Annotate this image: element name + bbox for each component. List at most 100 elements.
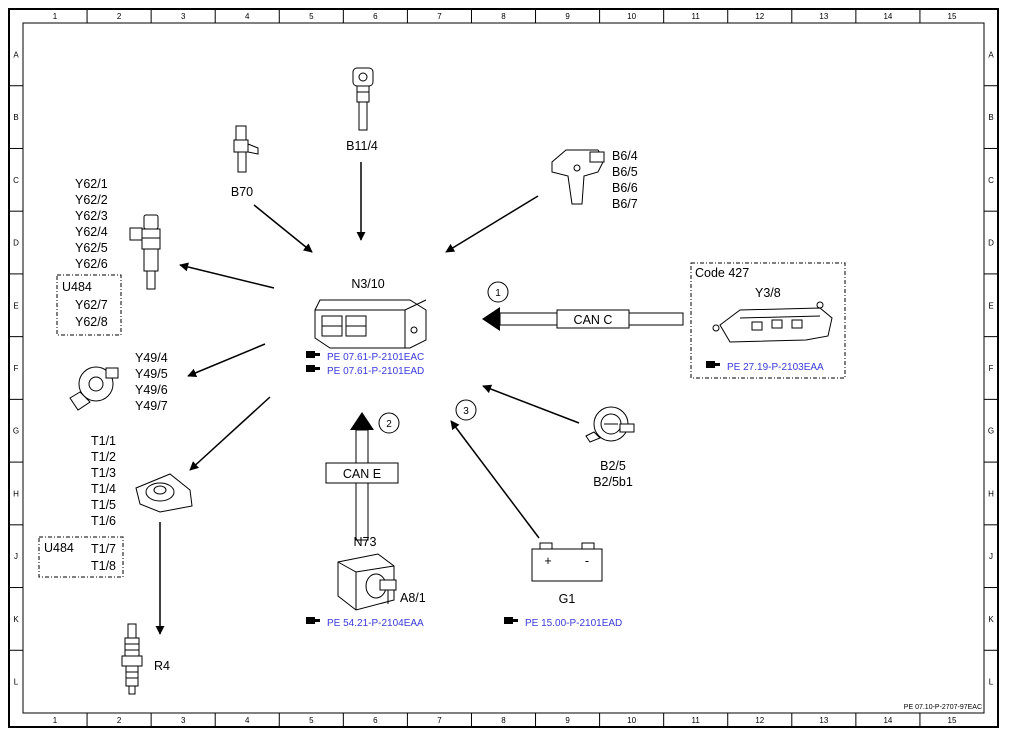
svg-text:T1/7: T1/7	[91, 542, 116, 556]
transmission-control-y3-8: Code 427 Y3/8 PE 27.19-P-2103EAA CAN C 1	[482, 262, 846, 379]
ruler-row-label: A	[13, 50, 19, 59]
ruler-column-label: 3	[181, 12, 186, 21]
crankshaft-sensor-icon	[233, 125, 259, 173]
ruler-row-label: D	[988, 239, 994, 248]
control-unit-n3-10: N3/10 PE 07.61-P-2101EAC PE 07.61-P-2101…	[306, 277, 427, 377]
ecu-icon	[314, 299, 427, 349]
sensor-b11-4: B11/4	[346, 67, 378, 241]
ruler-column-label: 1	[53, 12, 58, 21]
svg-text:2: 2	[386, 419, 392, 430]
ruler-column-label: 7	[437, 12, 442, 21]
svg-text:B6/7: B6/7	[612, 197, 638, 211]
document-ref-icon	[306, 365, 320, 372]
svg-text:T1/1: T1/1	[91, 434, 116, 448]
ruler-row-label: B	[13, 113, 18, 122]
ruler-row-label: B	[988, 113, 993, 122]
svg-text:B11/4: B11/4	[346, 139, 378, 153]
svg-text:Code 427: Code 427	[695, 266, 749, 280]
spark-plug-r4: R4	[121, 623, 170, 695]
svg-text:-: -	[585, 554, 589, 568]
ref-link-n3-10-a[interactable]: PE 07.61-P-2101EAC	[306, 351, 424, 363]
svg-text:Y3/8: Y3/8	[755, 286, 781, 300]
svg-text:Y49/4: Y49/4	[135, 351, 168, 365]
svg-text:T1/8: T1/8	[91, 559, 116, 573]
svg-text:3: 3	[463, 406, 469, 417]
drawing-frame	[8, 8, 999, 728]
svg-text:PE 54.21-P-2104EAA: PE 54.21-P-2104EAA	[327, 618, 424, 629]
ruler-row-label: F	[989, 364, 994, 373]
ruler-row-label: H	[13, 489, 19, 498]
svg-text:T1/5: T1/5	[91, 498, 116, 512]
ruler-row-label: G	[13, 427, 19, 436]
document-ref-icon	[504, 617, 518, 624]
ruler-row-label: J	[14, 552, 18, 561]
svg-text:B6/5: B6/5	[612, 165, 638, 179]
ref-link-y3-8[interactable]: PE 27.19-P-2103EAA	[706, 361, 824, 373]
svg-text:Y62/2: Y62/2	[75, 193, 108, 207]
arrow-g1	[450, 420, 540, 539]
svg-text:Y62/7: Y62/7	[75, 298, 108, 312]
svg-text:G1: G1	[559, 592, 576, 606]
svg-text:Y62/6: Y62/6	[75, 257, 108, 271]
document-code: PE 07.10-P-2707-97EAC	[904, 704, 982, 711]
svg-text:Y62/4: Y62/4	[75, 225, 108, 239]
ruler-row-label: C	[988, 176, 994, 185]
ruler-column-label: 14	[883, 716, 892, 725]
ruler-column-label: 2	[117, 12, 122, 21]
sensor-group-b6: B6/4 B6/5 B6/6 B6/7	[445, 149, 638, 253]
variant-box-code-427	[690, 262, 846, 379]
valve-group-y49: Y49/4 Y49/5 Y49/6 Y49/7	[69, 343, 266, 413]
svg-text:Y49/7: Y49/7	[135, 399, 168, 413]
ignition-switch-n73: N73 A8/1 PE 54.21-P-2104EAA	[306, 535, 426, 629]
svg-text:B2/5: B2/5	[600, 459, 626, 473]
fuel-injector-icon	[129, 214, 161, 290]
ruler-column-label: 2	[117, 716, 122, 725]
svg-text:CAN C: CAN C	[574, 313, 613, 327]
ruler-column-label: 7	[437, 716, 442, 725]
ruler-column-label: 10	[627, 716, 636, 725]
ruler-column-label: 12	[755, 12, 764, 21]
variant-box-u484-injectors	[56, 274, 122, 336]
svg-text:PE 15.00-P-2101EAD: PE 15.00-P-2101EAD	[525, 618, 622, 629]
svg-text:B6/6: B6/6	[612, 181, 638, 195]
ruler-row-label: F	[14, 364, 19, 373]
svg-text:Y49/5: Y49/5	[135, 367, 168, 381]
battery-icon	[531, 542, 603, 582]
ignition-coil-icon	[135, 473, 193, 513]
ruler-column-label: 9	[565, 12, 570, 21]
ruler-column-label: 4	[245, 716, 250, 725]
svg-text:T1/3: T1/3	[91, 466, 116, 480]
ruler-row-label: K	[988, 615, 994, 624]
arrow-y49	[187, 343, 266, 378]
svg-text:Y62/5: Y62/5	[75, 241, 108, 255]
ruler-column-label: 1	[53, 716, 58, 725]
ruler-row-label: A	[988, 50, 994, 59]
svg-text:PE 27.19-P-2103EAA: PE 27.19-P-2103EAA	[727, 362, 824, 373]
can-c-bus: CAN C	[482, 307, 684, 331]
ruler-row-label: L	[989, 678, 994, 687]
document-ref-icon	[306, 351, 320, 358]
ruler-row-label: K	[13, 615, 19, 624]
ref-link-g1[interactable]: PE 15.00-P-2101EAD	[504, 617, 622, 629]
svg-text:Y62/8: Y62/8	[75, 315, 108, 329]
document-ref-icon	[306, 617, 320, 624]
ruler-row-label: C	[13, 176, 19, 185]
ref-link-n3-10-b[interactable]: PE 07.61-P-2101EAD	[306, 365, 424, 377]
battery-g1: + - G1 PE 15.00-P-2101EAD 3	[450, 399, 622, 629]
ruler-row-label: D	[13, 239, 19, 248]
svg-text:A8/1: A8/1	[400, 591, 426, 605]
arrow-y62	[179, 262, 275, 289]
transmission-module-icon	[712, 301, 833, 343]
svg-text:T1/4: T1/4	[91, 482, 116, 496]
ruler-column-label: 13	[819, 12, 828, 21]
spark-plug-icon	[121, 623, 143, 695]
ruler-row-label: E	[13, 301, 18, 310]
coil-group-t1: T1/1 T1/2 T1/3 T1/4 T1/5 T1/6 U484 T1/7 …	[38, 396, 271, 635]
ruler-column-label: 10	[627, 12, 636, 21]
ref-link-n73[interactable]: PE 54.21-P-2104EAA	[306, 617, 424, 629]
svg-text:T1/2: T1/2	[91, 450, 116, 464]
svg-text:1: 1	[495, 288, 501, 299]
sensor-b70: B70	[231, 125, 313, 253]
svg-text:N73: N73	[354, 535, 377, 549]
